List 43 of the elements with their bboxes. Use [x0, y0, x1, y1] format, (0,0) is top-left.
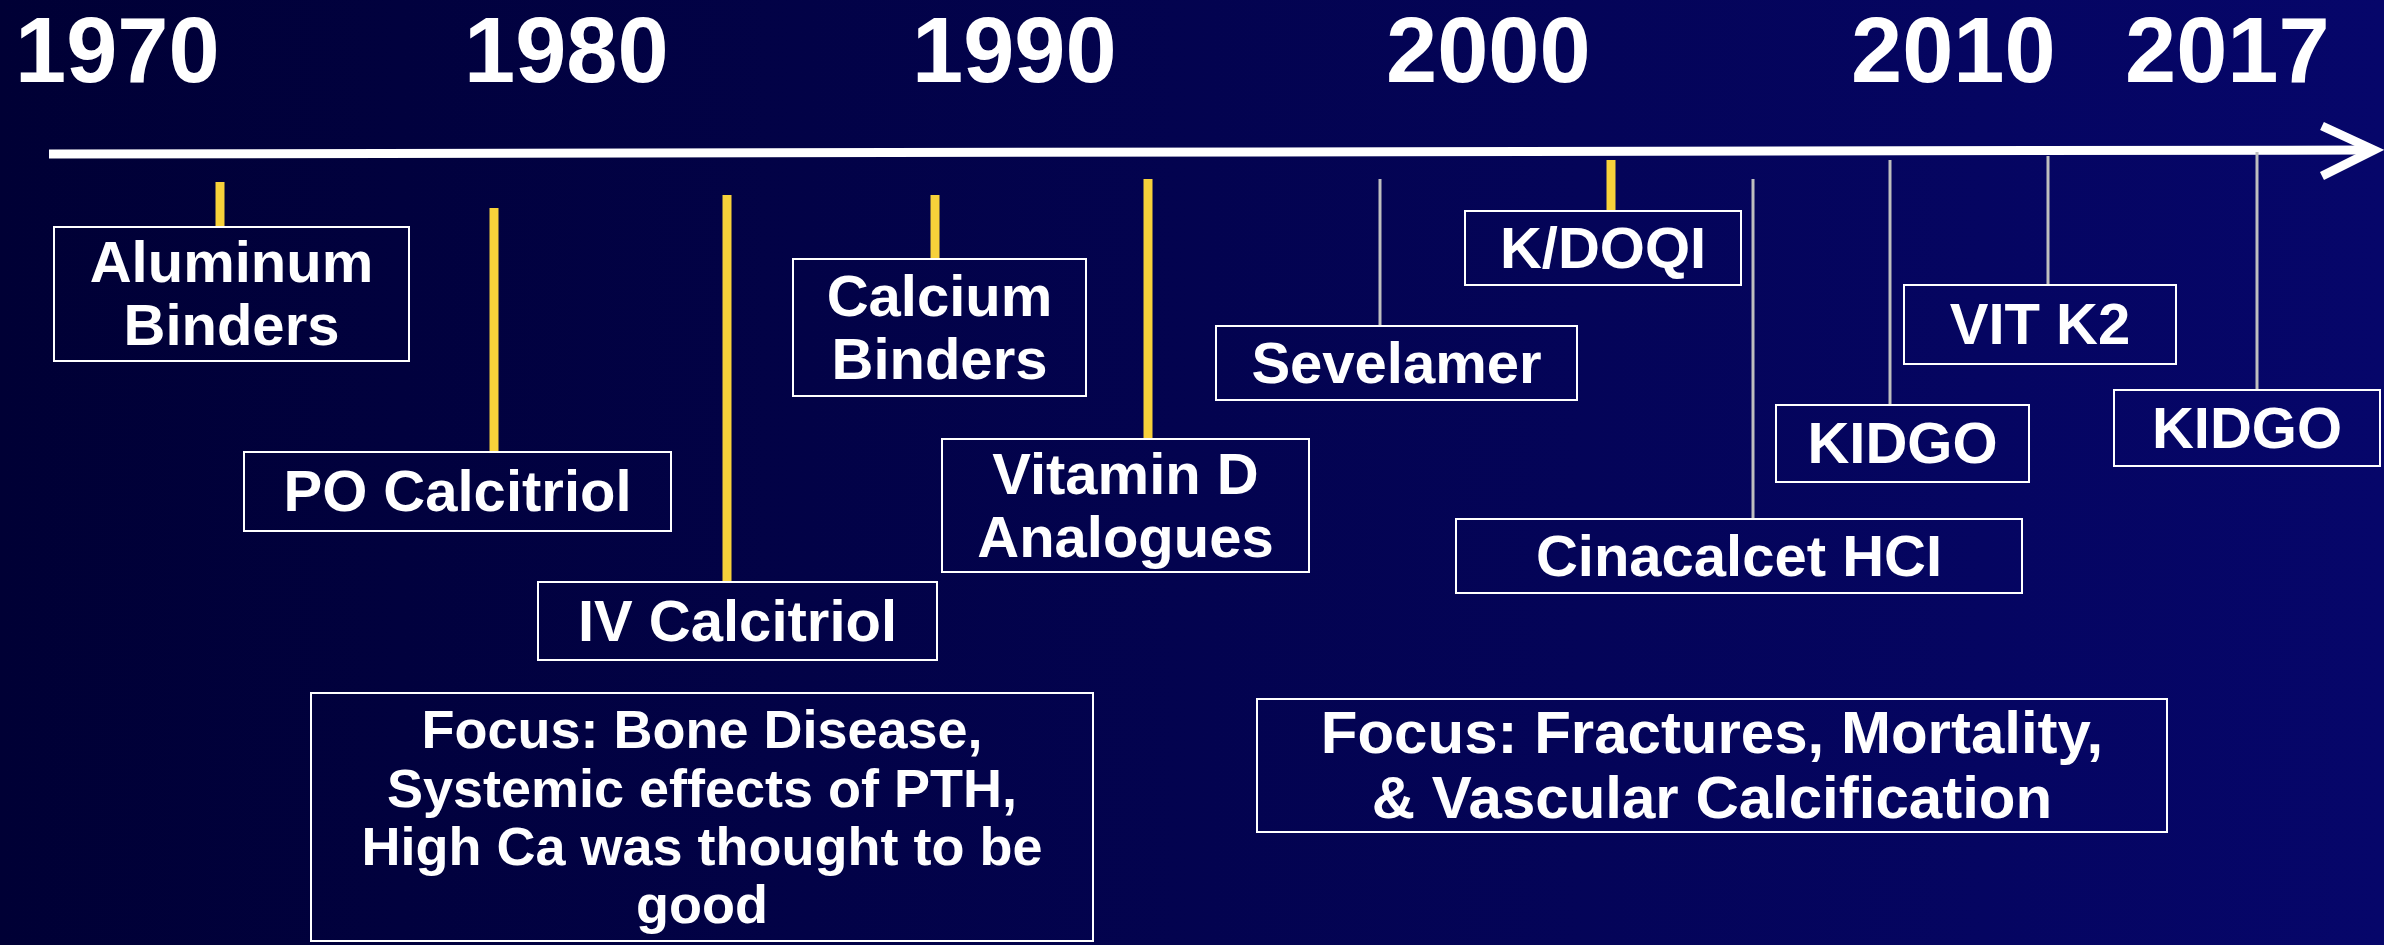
- event-box: [792, 258, 1087, 397]
- event-label: Aluminum Binders: [88, 231, 375, 357]
- year-label: 1970: [15, 4, 220, 96]
- event-label: IV Calcitriol: [577, 589, 898, 653]
- event-box: [1215, 325, 1578, 401]
- event-label: KIDGO: [1807, 412, 1998, 475]
- year-label: 2017: [2125, 4, 2330, 96]
- leader-line: [489, 208, 499, 451]
- leader-line: [1378, 179, 1382, 325]
- event-box: [53, 226, 410, 362]
- event-label: Calcium Binders: [825, 264, 1054, 391]
- event-label: PO Calcitriol: [283, 460, 632, 523]
- leader-line: [1751, 179, 1755, 518]
- event-label: Sevelamer: [1251, 331, 1542, 395]
- year-label: 2000: [1386, 4, 1591, 96]
- event-box: [2113, 389, 2381, 467]
- event-box: [537, 581, 938, 661]
- event-label: K/DOQI: [1499, 216, 1707, 280]
- leader-line: [215, 182, 225, 226]
- leader-line: [2046, 156, 2050, 284]
- year-label: 1990: [912, 4, 1117, 96]
- year-label: 2010: [1851, 4, 2056, 96]
- note-box: [1256, 698, 2168, 833]
- leader-line: [1143, 179, 1153, 438]
- event-label: VIT K2: [1949, 293, 2131, 356]
- event-label: Cinacalcet HCI: [1535, 524, 1943, 588]
- leader-line: [722, 195, 732, 581]
- leader-line: [1888, 160, 1892, 404]
- leader-line: [2255, 152, 2259, 389]
- event-box: [941, 438, 1310, 573]
- leader-line: [1606, 160, 1616, 210]
- note-text: Focus: Fractures, Mortality, & Vascular Calcification: [1319, 700, 2105, 831]
- leader-line: [930, 195, 940, 258]
- event-box: [243, 451, 672, 532]
- year-label: 1980: [464, 4, 669, 96]
- event-label: Vitamin D Analogues: [976, 442, 1275, 569]
- event-label: KIDGO: [2151, 396, 2343, 460]
- event-box: [1903, 284, 2177, 365]
- note-text: Focus: Bone Disease, Systemic effects of PTH, High Ca was thought to be good: [360, 700, 1044, 934]
- event-box: [1464, 210, 1742, 286]
- note-box: [310, 692, 1094, 942]
- event-box: [1775, 404, 2030, 483]
- event-box: [1455, 518, 2023, 594]
